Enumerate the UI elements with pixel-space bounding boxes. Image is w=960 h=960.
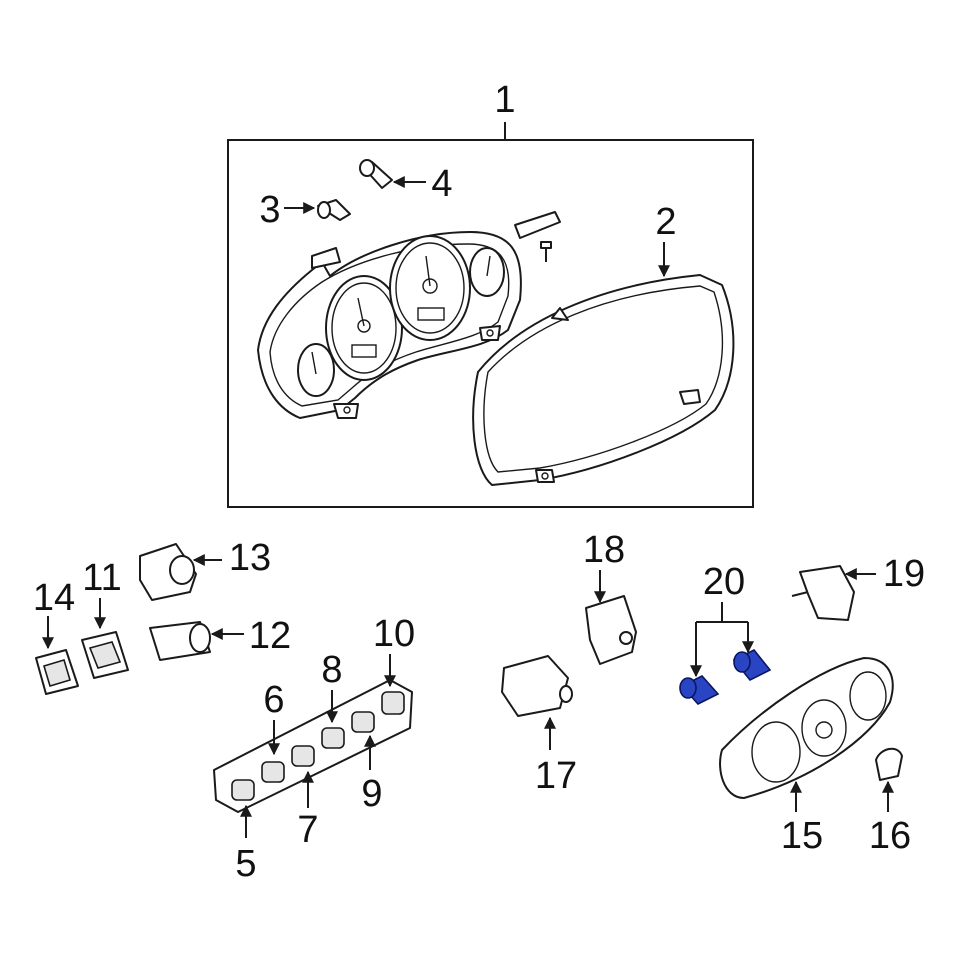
callout-3: 3 bbox=[259, 189, 280, 231]
callout-18: 18 bbox=[583, 529, 625, 571]
callout-7: 7 bbox=[297, 809, 318, 851]
cluster-lens bbox=[472, 274, 735, 486]
callout-19: 19 bbox=[883, 553, 925, 595]
cluster-group-box bbox=[227, 139, 754, 508]
callout-labels: 1 2 3 4 5 6 7 8 9 10 11 12 13 14 15 16 1… bbox=[33, 79, 925, 885]
bulb-3 bbox=[317, 199, 351, 221]
climate-control-module bbox=[719, 657, 894, 799]
callout-2: 2 bbox=[655, 201, 676, 243]
switch-13 bbox=[139, 543, 197, 601]
callout-13: 13 bbox=[229, 537, 271, 579]
callout-8: 8 bbox=[321, 649, 342, 691]
instrument-cluster-assembly bbox=[227, 122, 754, 508]
bulb-4 bbox=[359, 159, 393, 189]
callout-16: 16 bbox=[869, 815, 911, 857]
callout-17: 17 bbox=[535, 755, 577, 797]
bulb-20-right bbox=[732, 648, 772, 682]
callout-14: 14 bbox=[33, 577, 75, 619]
switch-14 bbox=[35, 649, 79, 695]
switch-18 bbox=[585, 595, 637, 665]
fuel-gauge bbox=[297, 343, 335, 397]
callout-9: 9 bbox=[361, 773, 382, 815]
switch-buttons bbox=[231, 691, 405, 801]
callout-15: 15 bbox=[781, 815, 823, 857]
callout-6: 6 bbox=[263, 679, 284, 721]
bulb-20-left bbox=[679, 675, 720, 705]
callout-5: 5 bbox=[235, 843, 256, 885]
callout-12: 12 bbox=[249, 615, 291, 657]
callout-1: 1 bbox=[494, 79, 515, 121]
tachometer bbox=[389, 235, 471, 341]
sensor-19 bbox=[791, 565, 855, 621]
switch-12 bbox=[149, 621, 211, 661]
temperature-gauge bbox=[469, 247, 505, 297]
cluster-housing bbox=[257, 211, 561, 419]
knob-16 bbox=[875, 747, 903, 781]
cluster-screw bbox=[540, 241, 552, 262]
switch-17 bbox=[501, 655, 573, 717]
callout-4: 4 bbox=[431, 163, 452, 205]
callout-10: 10 bbox=[373, 613, 415, 655]
callout-20: 20 bbox=[703, 561, 745, 603]
switch-11 bbox=[81, 631, 129, 679]
callout-11: 11 bbox=[82, 557, 121, 599]
leader-lines bbox=[42, 176, 894, 838]
speedometer bbox=[325, 275, 403, 381]
